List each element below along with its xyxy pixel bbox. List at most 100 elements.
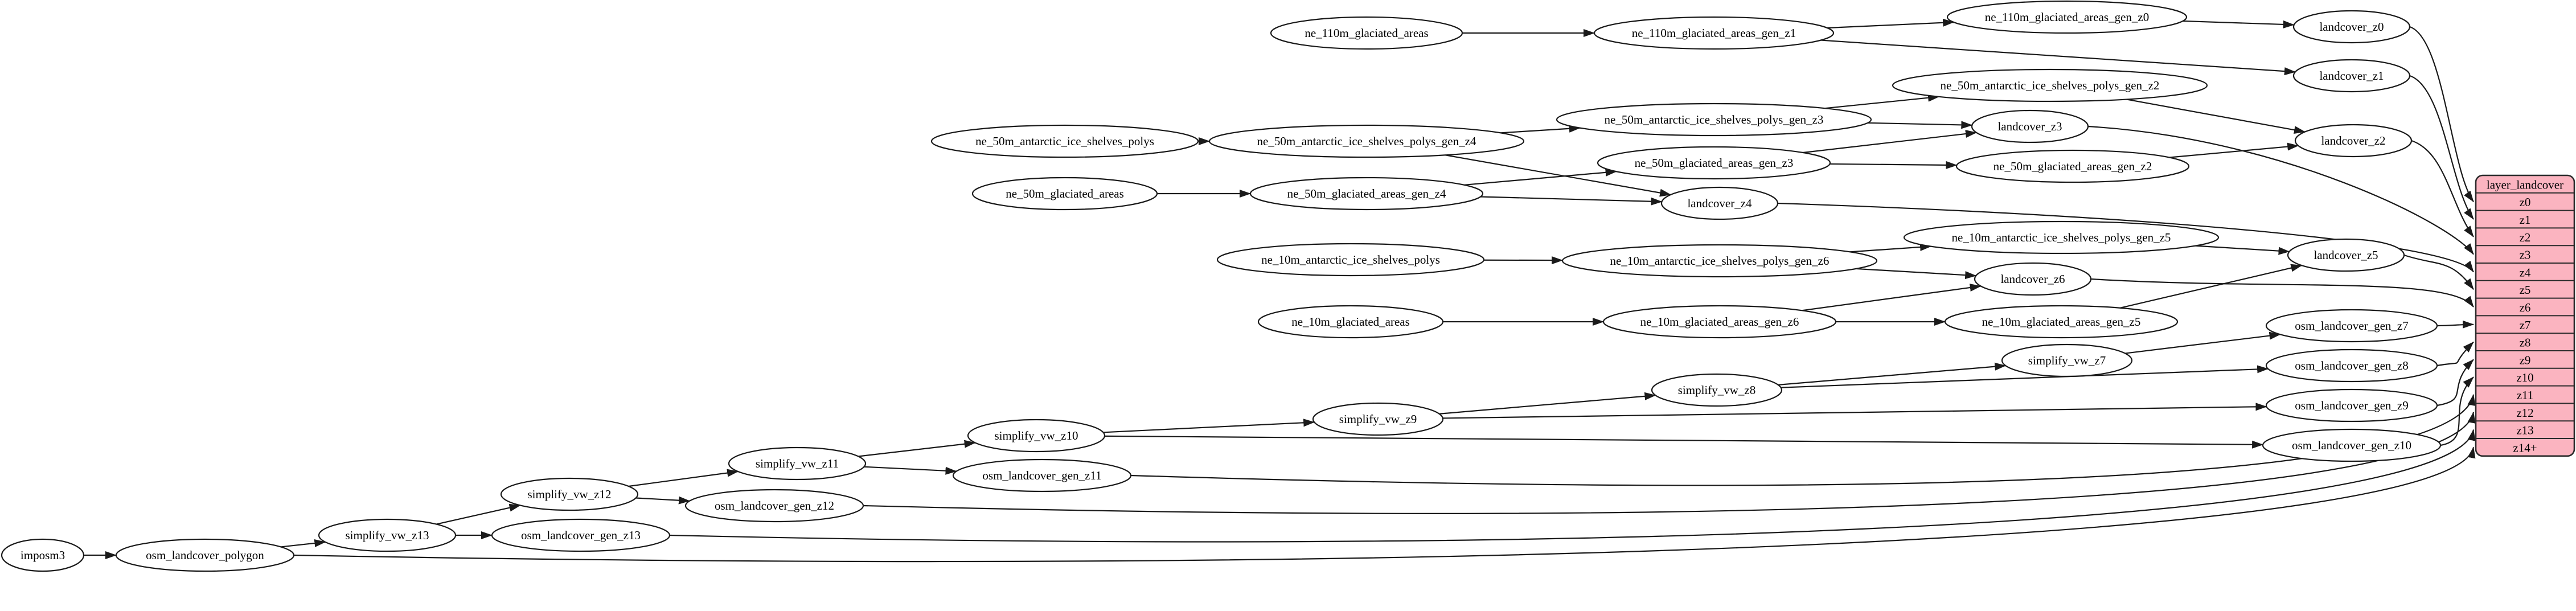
node-ellipse-ne_10m_antarctic_ice_shelves_polys_gen_z5 — [1903, 220, 2220, 255]
node-label-ne_50m_glaciated_areas_gen_z4: ne_50m_glaciated_areas_gen_z4 — [1287, 187, 1446, 200]
edge-ne_50m_antarctic_ice_shelves_polys_gen_z2-to-landcover_z2 — [2126, 99, 2306, 134]
node-ellipse-landcover_z2 — [2294, 124, 2413, 158]
node-label-ne_50m_glaciated_areas_gen_z2: ne_50m_glaciated_areas_gen_z2 — [1993, 159, 2152, 173]
node-ne_10m_antarctic_ice_shelves_polys_gen_z6: ne_10m_antarctic_ice_shelves_polys_gen_z… — [1561, 244, 1878, 278]
node-label-osm_landcover_gen_z13: osm_landcover_gen_z13 — [521, 528, 641, 542]
table-row-z0: z0 — [2520, 195, 2531, 209]
edge-landcover_z0-to-layer_landcover-z0 — [2409, 26, 2474, 203]
node-ellipse-landcover_z1 — [2292, 59, 2411, 93]
node-ellipse-imposm3 — [1, 538, 85, 572]
edge-ne_10m_glaciated_areas_gen_z5-to-landcover_z5 — [2119, 264, 2303, 309]
node-simplify_vw_z9: simplify_vw_z9 — [1312, 402, 1444, 436]
node-label-ne_110m_glaciated_areas: ne_110m_glaciated_areas — [1305, 26, 1428, 40]
node-label-ne_50m_antarctic_ice_shelves_polys_gen_z2: ne_50m_antarctic_ice_shelves_polys_gen_z… — [1941, 79, 2160, 92]
node-label-simplify_vw_z8: simplify_vw_z8 — [1678, 383, 1756, 397]
node-landcover_z6: landcover_z6 — [1974, 262, 2092, 296]
node-ellipse-ne_10m_glaciated_areas_gen_z5 — [1944, 305, 2179, 339]
table-row-z5: z5 — [2520, 283, 2531, 297]
edge-simplify_vw_z8-to-osm_landcover_gen_z8 — [1781, 365, 2269, 388]
node-ellipse-ne_50m_glaciated_areas_gen_z4 — [1249, 177, 1484, 211]
node-ellipse-landcover_z5 — [2287, 238, 2405, 272]
node-ellipse-osm_landcover_gen_z7 — [2265, 309, 2438, 343]
node-label-landcover_z1: landcover_z1 — [2319, 69, 2384, 83]
edge-ne_110m_glaciated_areas_gen_z1-to-landcover_z1 — [1820, 39, 2296, 76]
node-label-osm_landcover_gen_z12: osm_landcover_gen_z12 — [715, 499, 834, 512]
edge-simplify_vw_z11-to-osm_landcover_gen_z11 — [864, 466, 957, 475]
node-ellipse-osm_landcover_gen_z13 — [491, 518, 671, 552]
edge-osm_landcover_gen_z10-to-layer_landcover-z10 — [2440, 376, 2474, 446]
node-ellipse-ne_10m_glaciated_areas_gen_z6 — [1602, 305, 1837, 339]
table-row-z9: z9 — [2520, 353, 2531, 367]
node-label-landcover_z5: landcover_z5 — [2314, 248, 2378, 262]
nodes-layer: imposm3 osm_landcover_polygon simplify_vw_… — [1, 0, 2442, 572]
edge-ne_50m_antarctic_ice_shelves_polys_gen_z4-to-ne_50m_antarctic_ice_shelves_polys_gen_z3 — [1500, 124, 1581, 134]
node-ellipse-simplify_vw_z11 — [728, 446, 867, 481]
table-row-z11: z11 — [2517, 388, 2534, 402]
node-landcover_z4: landcover_z4 — [1660, 186, 1779, 220]
node-ne_110m_glaciated_areas: ne_110m_glaciated_areas — [1270, 16, 1463, 50]
node-ne_110m_glaciated_areas_gen_z1: ne_110m_glaciated_areas_gen_z1 — [1593, 16, 1835, 50]
node-ne_50m_antarctic_ice_shelves_polys_gen_z2: ne_50m_antarctic_ice_shelves_polys_gen_z… — [1892, 68, 2208, 102]
table-row-z6: z6 — [2520, 301, 2531, 314]
node-osm_landcover_gen_z13: osm_landcover_gen_z13 — [491, 518, 671, 552]
node-ne_10m_glaciated_areas: ne_10m_glaciated_areas — [1257, 305, 1444, 339]
node-simplify_vw_z11: simplify_vw_z11 — [728, 446, 867, 481]
edge-ne_50m_antarctic_ice_shelves_polys_gen_z3-to-ne_50m_antarctic_ice_shelves_polys_gen_z2 — [1824, 93, 1940, 109]
node-label-ne_50m_glaciated_areas: ne_50m_glaciated_areas — [1006, 187, 1124, 200]
node-ne_50m_glaciated_areas_gen_z4: ne_50m_glaciated_areas_gen_z4 — [1249, 177, 1484, 211]
node-landcover_z3: landcover_z3 — [1971, 109, 2089, 143]
node-label-simplify_vw_z13: simplify_vw_z13 — [346, 528, 429, 542]
edge-osm_landcover_polygon-to-simplify_vw_z13 — [281, 539, 326, 548]
edge-ne_10m_antarctic_ice_shelves_polys_gen_z5-to-landcover_z5 — [2195, 245, 2290, 255]
node-ellipse-landcover_z0 — [2292, 10, 2411, 44]
node-ellipse-osm_landcover_gen_z12 — [684, 489, 864, 523]
node-ne_10m_glaciated_areas_gen_z6: ne_10m_glaciated_areas_gen_z6 — [1602, 305, 1837, 339]
node-label-ne_110m_glaciated_areas_gen_z0: ne_110m_glaciated_areas_gen_z0 — [1985, 10, 2149, 24]
node-ellipse-ne_110m_glaciated_areas_gen_z1 — [1593, 16, 1835, 50]
edge-simplify_vw_z10-to-simplify_vw_z9 — [1103, 419, 1315, 433]
edge-ne_50m_antarctic_ice_shelves_polys_gen_z4-to-landcover_z4 — [1445, 154, 1672, 197]
edge-ne_10m_glaciated_areas_gen_z6-to-landcover_z6 — [1802, 284, 1982, 311]
node-ellipse-landcover_z6 — [1974, 262, 2092, 296]
node-ne_10m_glaciated_areas_gen_z5: ne_10m_glaciated_areas_gen_z5 — [1944, 305, 2179, 339]
edge-ne_50m_glaciated_areas_gen_z3-to-landcover_z3 — [1803, 130, 1977, 154]
node-ellipse-simplify_vw_z10 — [967, 419, 1106, 453]
node-osm_landcover_gen_z11: osm_landcover_gen_z11 — [952, 458, 1132, 493]
table-row-z4: z4 — [2520, 265, 2531, 279]
node-label-ne_50m_glaciated_areas_gen_z3: ne_50m_glaciated_areas_gen_z3 — [1635, 156, 1794, 170]
edge-osm_landcover_gen_z7-to-layer_landcover-z7 — [2436, 320, 2474, 329]
node-osm_landcover_gen_z10: osm_landcover_gen_z10 — [2262, 428, 2442, 462]
node-ellipse-ne_50m_glaciated_areas_gen_z2 — [1955, 149, 2190, 183]
edge-osm_landcover_gen_z11-to-layer_landcover-z11 — [1130, 394, 2476, 486]
node-ellipse-ne_10m_antarctic_ice_shelves_polys — [1216, 243, 1485, 277]
edge-simplify_vw_z8-to-simplify_vw_z7 — [1778, 362, 2007, 386]
node-ellipse-ne_10m_glaciated_areas — [1257, 305, 1444, 339]
node-ellipse-simplify_vw_z9 — [1312, 402, 1444, 436]
table-row-z10: z10 — [2516, 371, 2533, 384]
node-ellipse-osm_landcover_polygon — [115, 538, 295, 572]
node-ellipse-ne_50m_antarctic_ice_shelves_polys_gen_z3 — [1556, 102, 1872, 137]
node-label-landcover_z4: landcover_z4 — [1687, 196, 1752, 210]
edge-ne_50m_glaciated_areas_gen_z4-to-ne_50m_glaciated_areas_gen_z3 — [1464, 168, 1617, 186]
edge-simplify_vw_z12-to-simplify_vw_z11 — [628, 469, 739, 487]
edge-ne_10m_antarctic_ice_shelves_polys_gen_z6-to-landcover_z6 — [1856, 268, 1977, 280]
edge-landcover_z4-to-layer_landcover-z4 — [1777, 202, 2474, 273]
table-row-z8: z8 — [2520, 336, 2531, 350]
node-ellipse-simplify_vw_z13 — [318, 518, 457, 552]
node-ne_50m_antarctic_ice_shelves_polys_gen_z3: ne_50m_antarctic_ice_shelves_polys_gen_z… — [1556, 102, 1872, 137]
edge-landcover_z2-to-layer_landcover-z2 — [2411, 140, 2474, 237]
node-simplify_vw_z10: simplify_vw_z10 — [967, 419, 1106, 453]
edge-ne_110m_glaciated_areas_gen_z1-to-ne_110m_glaciated_areas_gen_z0 — [1827, 18, 1955, 29]
node-label-landcover_z0: landcover_z0 — [2319, 20, 2384, 34]
node-ellipse-simplify_vw_z7 — [2001, 343, 2133, 378]
node-label-imposm3: imposm3 — [20, 548, 65, 562]
node-label-osm_landcover_polygon: osm_landcover_polygon — [146, 548, 264, 562]
node-ne_50m_glaciated_areas_gen_z2: ne_50m_glaciated_areas_gen_z2 — [1955, 149, 2190, 183]
node-label-landcover_z2: landcover_z2 — [2321, 134, 2385, 147]
edge-ne_50m_glaciated_areas_gen_z4-to-landcover_z4 — [1480, 196, 1663, 206]
edge-landcover_z3-to-layer_landcover-z3 — [2087, 125, 2474, 255]
node-label-ne_10m_antarctic_ice_shelves_polys_gen_z5: ne_10m_antarctic_ice_shelves_polys_gen_z… — [1952, 231, 2171, 244]
edge-osm_landcover_gen_z13-to-layer_landcover-z13 — [669, 429, 2476, 543]
node-simplify_vw_z13: simplify_vw_z13 — [318, 518, 457, 552]
table-title: layer_landcover — [2487, 178, 2563, 191]
